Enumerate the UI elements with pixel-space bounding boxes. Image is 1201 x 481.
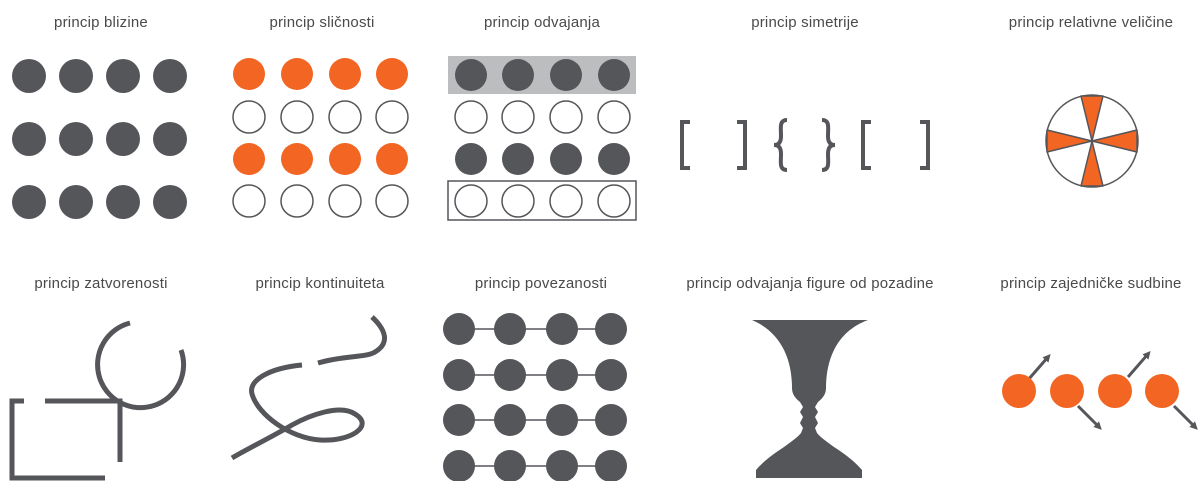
closure-shapes xyxy=(12,323,184,478)
similarity-dots xyxy=(233,58,408,217)
proximity-dots xyxy=(12,59,187,219)
separation-dots xyxy=(448,56,636,220)
continuity-lines xyxy=(232,317,385,458)
symmetry-brackets xyxy=(682,120,928,170)
relative-size-circle xyxy=(1046,95,1138,187)
connectedness-dots xyxy=(443,313,627,481)
common-fate xyxy=(1002,354,1195,427)
rubin-vase xyxy=(752,320,868,478)
